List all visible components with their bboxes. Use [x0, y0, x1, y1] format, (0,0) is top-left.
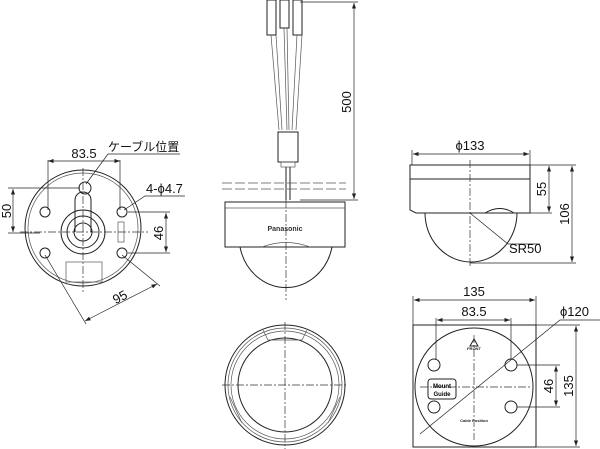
diameter-label: ϕ133	[456, 138, 485, 153]
front-text: FRONT	[467, 346, 481, 351]
cable-length-label: 500	[339, 91, 354, 113]
diagonal-label: 95	[110, 287, 130, 307]
guide-height-label: 135	[561, 375, 576, 397]
top-view	[222, 322, 348, 449]
width-label: 83.5	[71, 146, 96, 161]
mount-text: Mount	[433, 384, 451, 390]
total-height-label: 106	[557, 203, 572, 225]
holes-label: 4-ϕ4.7	[146, 181, 183, 196]
brand-logo: Panasonic	[267, 226, 302, 233]
hole-spacing-label: 46	[151, 226, 166, 240]
guide-text: Guide	[433, 392, 451, 398]
guide-hole-spacing-label: 46	[541, 379, 556, 393]
height-label: 50	[0, 204, 14, 218]
cable-position-label: ケーブル位置	[108, 139, 179, 154]
mount-guide: 135 83.5 FRONT Cable Position Mount Guid…	[412, 284, 600, 448]
guide-hole-width-label: 83.5	[461, 304, 486, 319]
body-height-label: 55	[534, 182, 549, 196]
guide-diameter-label: ϕ120	[560, 304, 589, 319]
radius-label: SR50	[509, 241, 542, 256]
front-view: 500 Panasonic	[222, 0, 358, 300]
bottom-view: 83.5 ケーブル位置 50 4-ϕ4.7 46 95	[0, 139, 185, 325]
side-view: ϕ133 SR50 55 106	[409, 138, 576, 266]
cable-position-text: Cable Position	[460, 418, 488, 423]
guide-width-label: 135	[463, 284, 485, 299]
